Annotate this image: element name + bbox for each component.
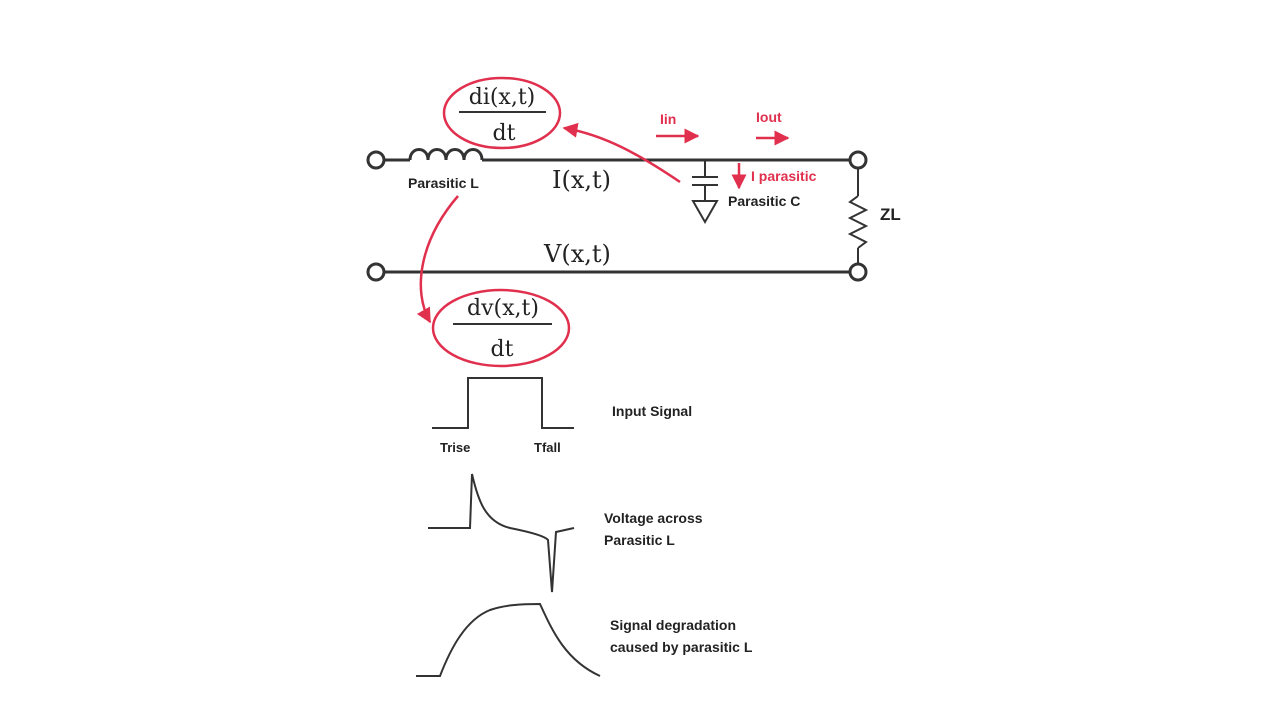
i-parasitic-label: I parasitic (751, 168, 817, 184)
di-dt-numerator: di(x,t) (469, 85, 536, 110)
top-conductor (366, 148, 868, 170)
right-top-terminal (848, 150, 868, 170)
degraded-signal-waveform (416, 602, 601, 677)
load-resistor (847, 168, 869, 264)
parasitic-l-label: Parasitic L (408, 175, 479, 191)
degradation-label-line2: caused by parasitic L (610, 639, 753, 655)
tfall-label: Tfall (534, 440, 561, 455)
i-out-label: Iout (756, 109, 782, 125)
trise-label: Trise (440, 440, 470, 455)
di-dt-highlight (442, 76, 562, 150)
di-dt-denominator: dt (493, 121, 516, 146)
parasitic-c-label: Parasitic C (728, 193, 800, 209)
input-signal-waveform (432, 377, 574, 429)
dv-dt-denominator: dt (491, 337, 514, 362)
dv-dt-pointer-arrow (416, 195, 459, 324)
dv-dt-highlight (431, 288, 571, 368)
dv-dt-numerator: dv(x,t) (467, 296, 539, 321)
voltage-across-label-line1: Voltage across (604, 510, 703, 526)
di-dt-pointer-arrow (562, 122, 681, 184)
left-bottom-terminal (366, 262, 386, 282)
left-top-terminal (366, 150, 386, 170)
parasitic-inductor (408, 148, 484, 161)
ground-icon (691, 200, 719, 225)
load-label: ZL (880, 205, 901, 224)
voltage-across-label-line2: Parasitic L (604, 532, 675, 548)
inductor-voltage-waveform (428, 473, 575, 593)
voltage-label: V(x,t) (543, 240, 611, 268)
input-signal-label: Input Signal (612, 403, 692, 419)
right-bottom-terminal (848, 262, 868, 282)
parasitic-capacitor (691, 160, 719, 225)
i-in-label: Iin (660, 111, 676, 127)
bottom-conductor (366, 262, 868, 282)
degradation-label-line1: Signal degradation (610, 617, 736, 633)
current-label: I(x,t) (552, 166, 611, 194)
